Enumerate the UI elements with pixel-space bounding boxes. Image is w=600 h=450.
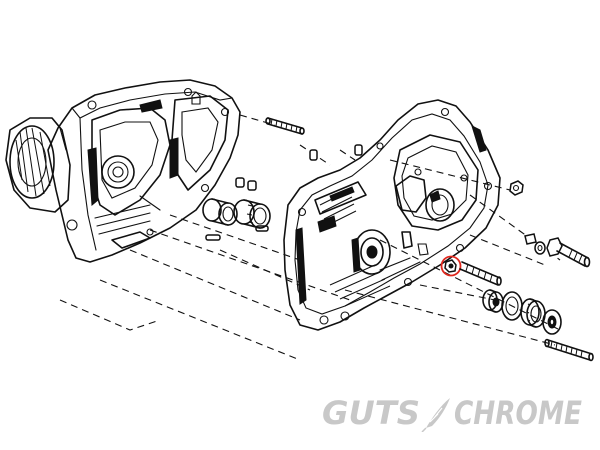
bearing-right <box>233 199 271 229</box>
stud-lower-right <box>544 338 594 362</box>
left-crankcase-half <box>5 79 241 263</box>
nut-upper-right <box>509 180 524 196</box>
logo-text-chrome: CHROME <box>454 394 582 432</box>
stud-left-upper <box>265 117 305 135</box>
dowel-small-right <box>524 233 537 245</box>
highlighted-part[interactable] <box>440 255 462 277</box>
guts-chrome-logo: GUTS CHROME <box>322 394 582 432</box>
right-crankcase-half <box>283 99 501 331</box>
stud-right <box>459 261 502 286</box>
hex-bolt <box>546 237 591 268</box>
logo-text-guts: GUTS <box>322 394 420 432</box>
feather-icon <box>421 398 450 432</box>
bearing-left <box>202 198 238 226</box>
bearing-stack <box>482 289 562 335</box>
washer-right <box>534 241 546 255</box>
